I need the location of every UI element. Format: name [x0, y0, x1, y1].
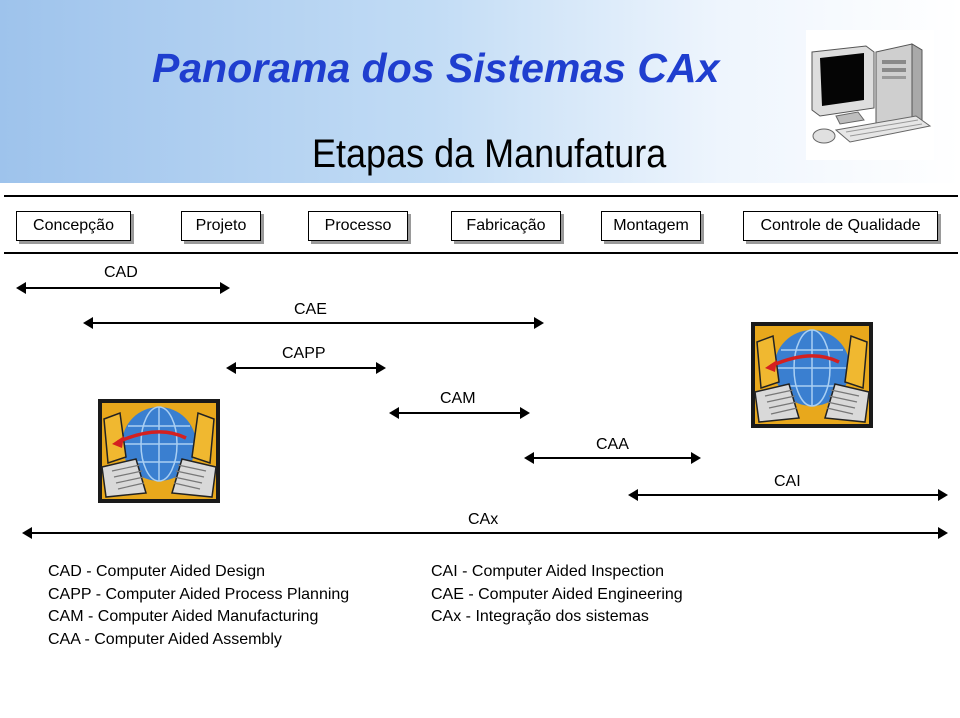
- legend-item-cad: CAD - Computer Aided Design: [48, 563, 265, 580]
- legend-right: CAI - Computer Aided Inspection CAE - Co…: [431, 561, 683, 629]
- caa-label: CAA: [596, 436, 629, 453]
- legend-item-caa: CAA - Computer Aided Assembly: [48, 630, 282, 648]
- manufacturing-stages-panel: Concepção Projeto Processo Fabricação Mo…: [4, 195, 958, 254]
- cam-label: CAM: [440, 390, 476, 407]
- cai-range-arrow: [628, 489, 948, 501]
- stage-fabricacao: Fabricação: [451, 211, 561, 241]
- cae-label: CAE: [294, 301, 327, 318]
- stage-controle-de-qualidade: Controle de Qualidade: [743, 211, 938, 241]
- legend-item-cae: CAE - Computer Aided Engineering: [431, 585, 683, 603]
- cae-range-arrow: [83, 317, 544, 329]
- legend-left: CAD - Computer Aided Design CAPP - Compu…: [48, 561, 349, 651]
- cax-range-arrow: [22, 527, 948, 539]
- cam-range-arrow: [389, 407, 530, 419]
- network-computers-icon: [98, 399, 220, 503]
- stage-projeto: Projeto: [181, 211, 261, 241]
- cad-range-arrow: [16, 282, 230, 294]
- legend-item-cam: CAM - Computer Aided Manufacturing: [48, 608, 319, 625]
- cax-label: CAx: [468, 511, 499, 528]
- cai-label: CAI: [774, 473, 801, 490]
- stage-concepcao: Concepção: [16, 211, 131, 241]
- caa-range-arrow: [524, 452, 701, 464]
- slide-subtitle: Etapas da Manufatura: [312, 132, 667, 176]
- legend-item-capp: CAPP - Computer Aided Process Planning: [48, 585, 350, 603]
- cad-label: CAD: [104, 264, 138, 281]
- computer-clipart-icon: [806, 30, 934, 160]
- slide-title: Panorama dos Sistemas CAx: [152, 45, 720, 91]
- capp-label: CAPP: [282, 345, 326, 362]
- stage-montagem: Montagem: [601, 211, 701, 241]
- network-computers-icon: [751, 322, 873, 428]
- legend-item-cai: CAI - Computer Aided Inspection: [431, 563, 665, 580]
- slide-header: Panorama dos Sistemas CAx Etapas da Manu…: [0, 0, 960, 183]
- legend-item-cax: CAx - Integração dos sistemas: [431, 608, 649, 625]
- capp-range-arrow: [226, 362, 386, 374]
- stage-processo: Processo: [308, 211, 408, 241]
